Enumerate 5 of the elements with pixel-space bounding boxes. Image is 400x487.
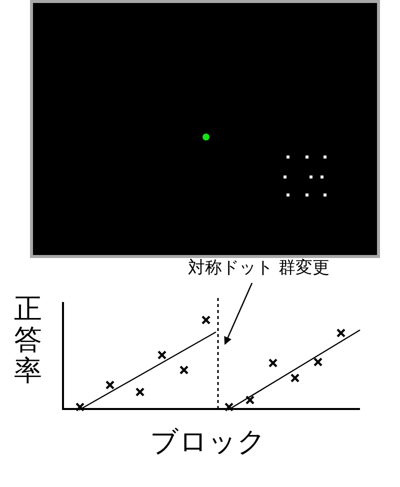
annotation-text: 対称ドット 群変更 [188, 257, 330, 279]
y-axis-label: 正答率 [14, 294, 42, 386]
dashed-divider-line [217, 298, 219, 410]
x-axis-label: ブロック [150, 424, 266, 460]
leader-arrow [224, 282, 253, 345]
